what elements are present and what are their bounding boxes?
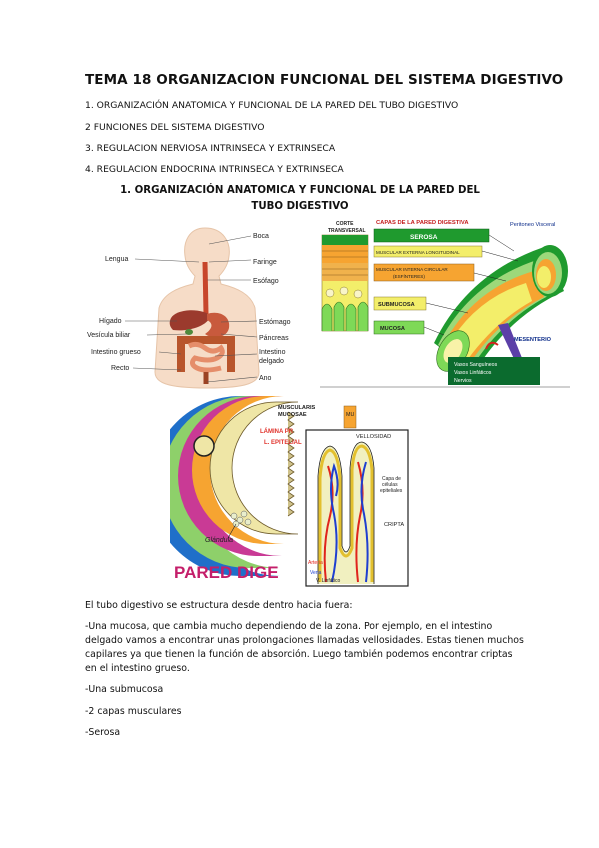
label-pancreas: Páncreas: [259, 335, 289, 342]
legend-vasos-linfaticos: Vasos Linfáticos: [454, 370, 492, 376]
label-intestino-grueso: Intestino grueso: [91, 349, 141, 356]
paragraph-submucosa: -Una submucosa: [85, 684, 164, 695]
label-epitelial: L. EPITELIAL: [264, 440, 302, 446]
label-ano: Ano: [259, 375, 272, 382]
label-serosa: SEROSA: [410, 234, 438, 241]
label-muscularis-1: MUSCULARIS: [278, 405, 316, 411]
label-vellosidad: VELLOSIDAD: [356, 434, 391, 440]
label-lengua: Lengua: [105, 256, 128, 263]
label-muscularis-2: MUCOSAE: [278, 412, 307, 418]
label-pared: PARED DIGE: [174, 563, 279, 582]
paragraph-serosa: -Serosa: [85, 727, 121, 738]
label-vena: Vena: [310, 570, 322, 576]
label-higado: Hígado: [99, 318, 122, 325]
label-capa-2: células: [382, 482, 398, 488]
label-mesenterio: MESENTERIO: [514, 337, 552, 343]
label-intestino-delgado-2: delgado: [259, 358, 284, 365]
toc-item-1: 1. ORGANIZACIÓN ANATOMICA Y FUNCIONAL DE…: [85, 100, 459, 111]
paragraph-mucosa: -Una mucosa, que cambia mucho dependiend…: [85, 621, 524, 674]
label-estomago: Estómago: [259, 319, 291, 326]
label-submucosa: SUBMUCOSA: [378, 302, 415, 308]
label-muscular-externa: MUSCULAR EXTERNA LONGITUDINAL: [376, 250, 460, 255]
label-glandula: Glándula: [205, 537, 233, 544]
side-label: MU: [346, 412, 354, 418]
label-intestino-delgado-1: Intestino: [259, 349, 286, 356]
label-v-linfatico: V. Linfático: [316, 578, 340, 584]
paragraph-intro: El tubo digestivo se estructura desde de…: [85, 600, 353, 611]
legend-nervios: Nervios: [454, 378, 472, 384]
label-faringe: Faringe: [253, 259, 277, 266]
label-peritoneo: Peritoneo Visceral: [510, 222, 555, 228]
toc-item-4: 4. REGULACION ENDOCRINA INTRINSECA Y EXT…: [85, 164, 344, 175]
legend-vasos-sanguineos: Vasos Sanguíneos: [454, 362, 498, 368]
label-esofago: Esófago: [253, 278, 279, 285]
layers-heading: CAPAS DE LA PARED DIGESTIVA: [376, 220, 469, 226]
wall-detail-figure: Glándula MUSCULARIS MUCOSAE LÁMINA PR L.…: [170, 396, 409, 587]
section-title: 1. ORGANIZACIÓN ANATOMICA Y FUNCIONAL DE…: [120, 185, 480, 212]
wall-layers-figure: CORTE TRANSVERSAL CAPAS DE LA PARED DIGE…: [320, 220, 570, 388]
corte-label-2: TRANSVERSAL: [328, 228, 366, 234]
label-lamina: LÁMINA PR: [260, 428, 294, 435]
label-muscular-interna-1: MUSCULAR INTERNA CIRCULAR: [376, 267, 448, 272]
label-capa-1: Capa de: [382, 476, 401, 482]
page-title: TEMA 18 ORGANIZACION FUNCIONAL DEL SISTE…: [85, 72, 564, 88]
label-boca: Boca: [253, 233, 269, 240]
digestive-anatomy-figure: Boca Lengua Faringe Esófago Hígado Estóm…: [87, 227, 291, 389]
corte-label-1: CORTE: [336, 221, 354, 227]
label-arteria: Arteria: [308, 560, 323, 566]
paragraph-musculares: -2 capas musculares: [85, 706, 182, 717]
toc-item-2: 2 FUNCIONES DEL SISTEMA DIGESTIVO: [85, 122, 265, 133]
label-muscular-interna-2: (ESFÍNTERES): [393, 273, 425, 279]
toc-item-3: 3. REGULACION NERVIOSA INTRINSECA Y EXTR…: [85, 143, 336, 154]
label-cripta: CRIPTA: [384, 522, 404, 528]
label-capa-3: epiteliales: [380, 488, 403, 494]
label-recto: Recto: [111, 365, 129, 372]
label-mucosa: MUCOSA: [380, 326, 405, 332]
label-vesicula: Vesícula biliar: [87, 332, 131, 339]
